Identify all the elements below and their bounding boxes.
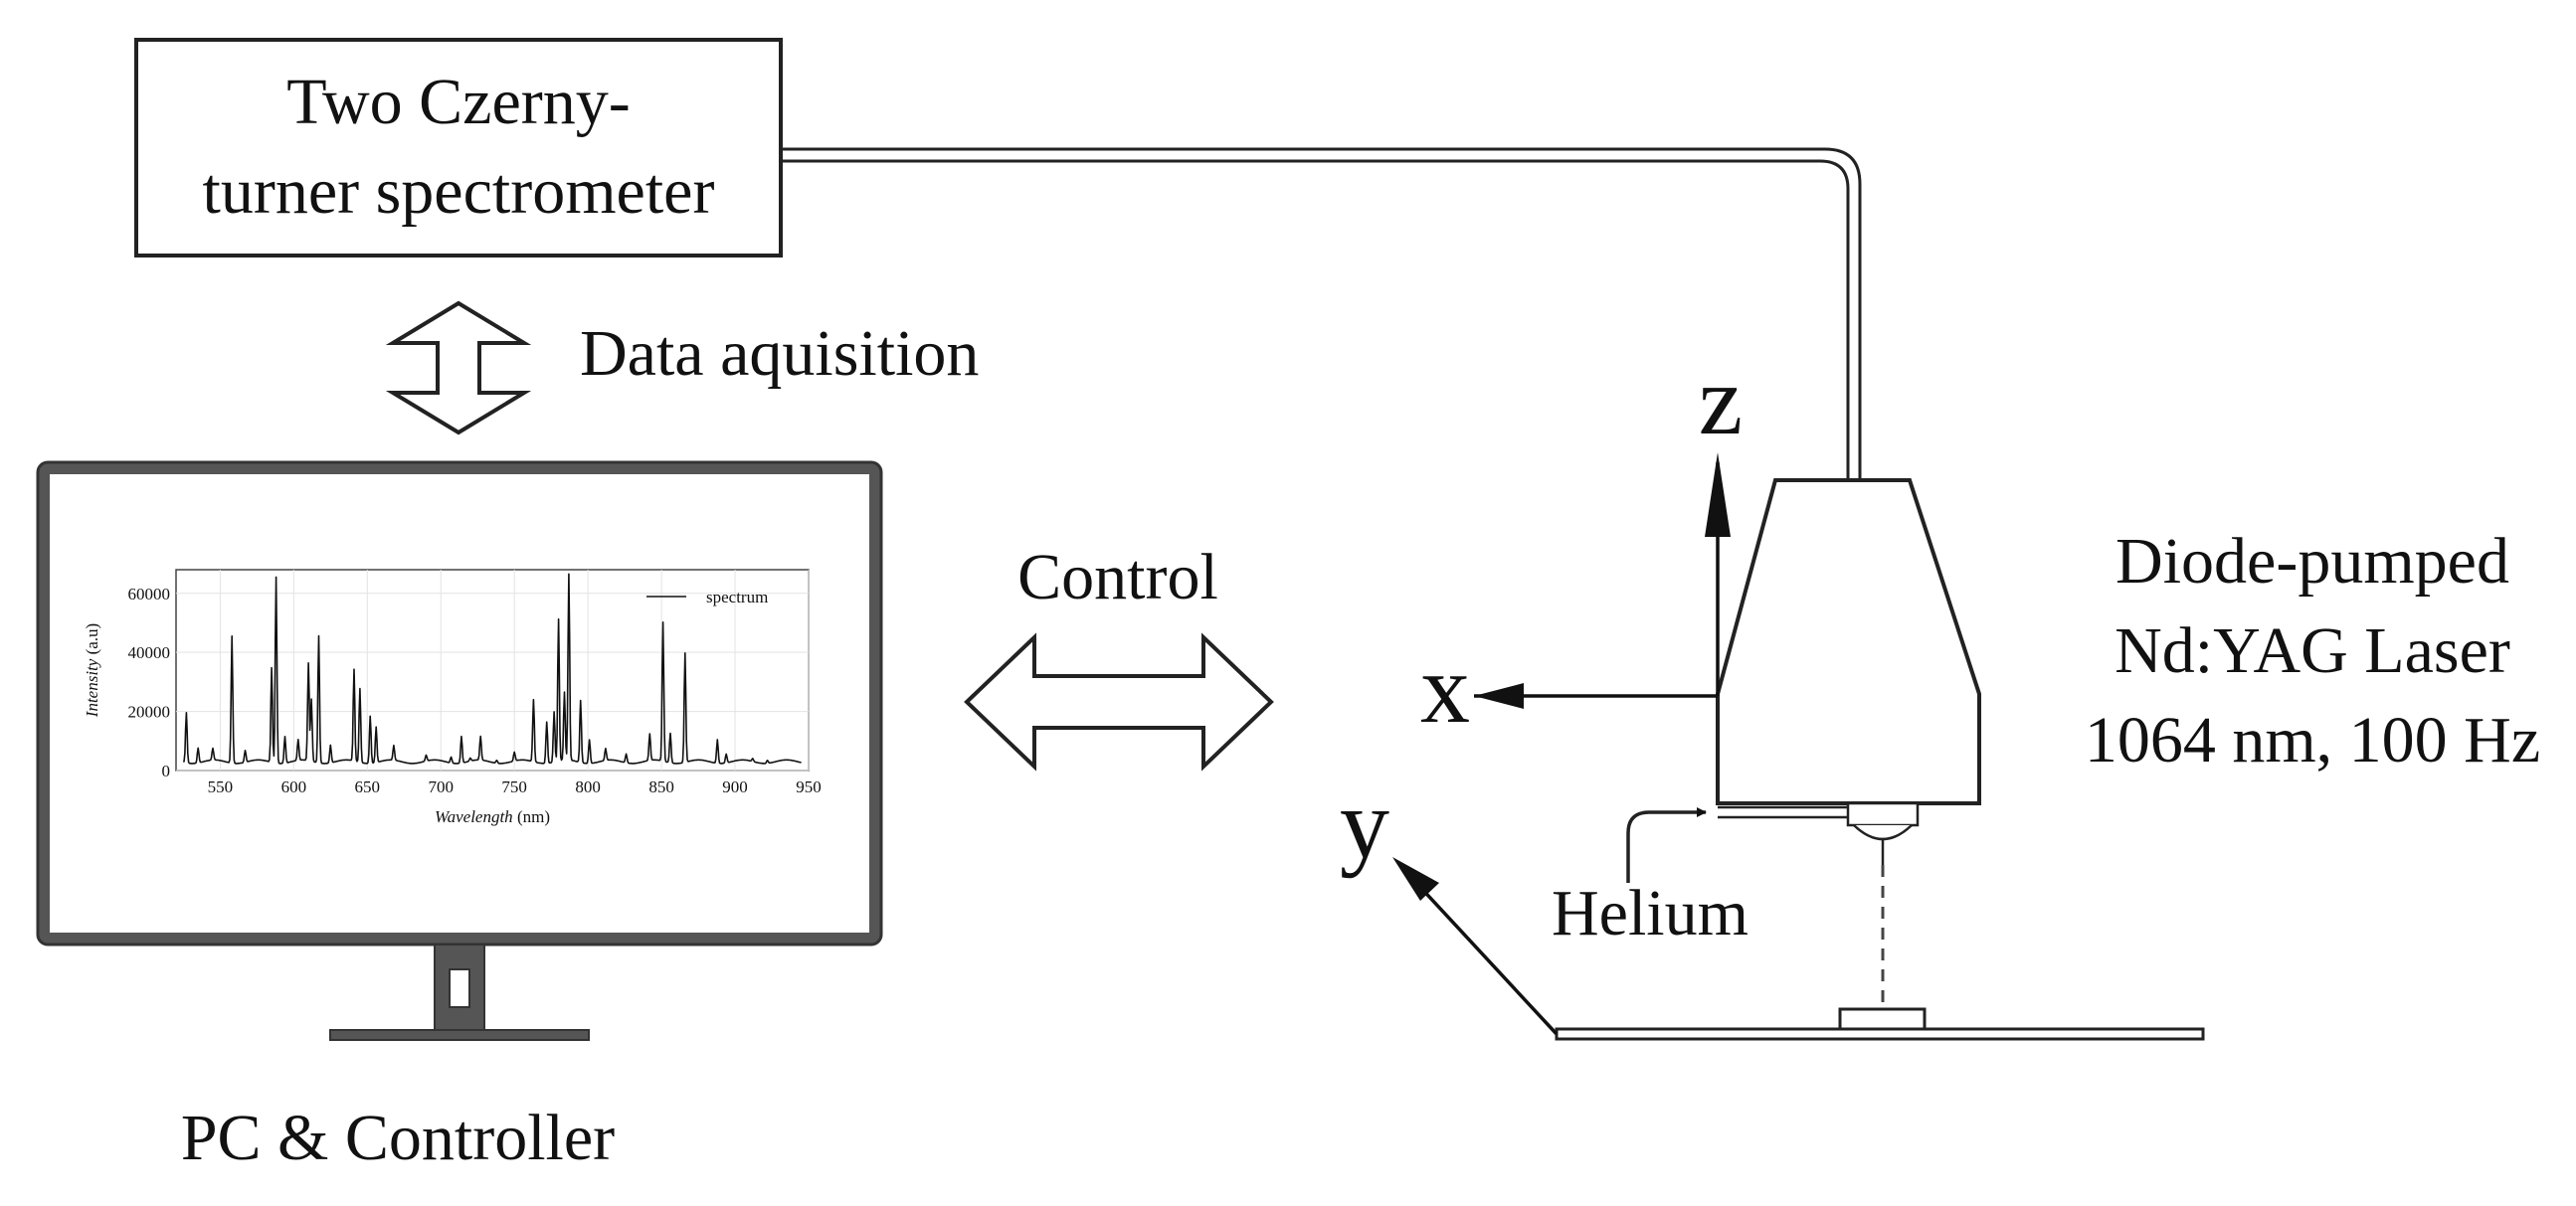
spectrometer-box: Two Czerny- turner spectrometer xyxy=(134,38,783,258)
y-axis-label: Intensity (a.u) xyxy=(83,623,101,718)
laser-label-line1: Diode-pumped xyxy=(2116,525,2509,598)
x-tick-label: 800 xyxy=(575,777,601,796)
pc-controller-label: PC & Controller xyxy=(181,1102,615,1174)
chart-plot-area xyxy=(175,569,810,772)
laser-head xyxy=(1716,478,1981,865)
laser-label-line2: Nd:YAG Laser xyxy=(2115,614,2510,687)
spectrum-series-line xyxy=(182,573,802,765)
coordinate-axes xyxy=(1392,452,1731,1036)
sample-stage xyxy=(1555,1007,2205,1041)
chart-grid xyxy=(176,570,810,772)
x-tick-label: 900 xyxy=(722,777,748,796)
spectrum-chart: 0 20000 40000 60000 550 600 650 700 750 800 850 90… xyxy=(83,569,822,826)
chart-y-ticks: 0 20000 40000 60000 xyxy=(128,585,171,780)
z-axis-label-letter: z xyxy=(1699,345,1743,455)
helium-label: Helium xyxy=(1552,877,1748,949)
x-tick-label: 700 xyxy=(428,777,454,796)
y-tick-label: 20000 xyxy=(128,703,171,722)
x-axis-label-letter: x xyxy=(1420,633,1470,744)
x-tick-label: 950 xyxy=(796,777,822,796)
optical-fiber xyxy=(781,147,1862,480)
spectrometer-label-line2: turner spectrometer xyxy=(203,155,715,228)
data-acquisition-arrow xyxy=(385,300,532,435)
chart-legend: spectrum xyxy=(646,588,768,606)
y-tick-label: 60000 xyxy=(128,585,171,603)
y-axis-label-letter: y xyxy=(1340,769,1389,879)
chart-x-ticks: 550 600 650 700 750 800 850 900 950 xyxy=(208,777,822,796)
helium-gas-line xyxy=(1626,805,1848,883)
y-tick-label: 0 xyxy=(162,762,171,780)
laser-label-line3: 1064 nm, 100 Hz xyxy=(2085,704,2540,776)
x-tick-label: 550 xyxy=(208,777,234,796)
data-acquisition-label: Data aquisition xyxy=(580,317,979,390)
sample xyxy=(1838,1007,1927,1031)
control-label: Control xyxy=(1017,541,1218,613)
control-arrow xyxy=(964,632,1274,772)
y-tick-label: 40000 xyxy=(128,643,171,662)
x-tick-label: 650 xyxy=(355,777,381,796)
x-tick-label: 750 xyxy=(501,777,527,796)
y-axis-arrow xyxy=(1402,868,1559,1036)
legend-label: spectrum xyxy=(706,588,768,606)
x-tick-label: 850 xyxy=(648,777,674,796)
x-tick-label: 600 xyxy=(281,777,307,796)
spectrometer-label-line1: Two Czerny- xyxy=(286,66,630,138)
x-axis-label: Wavelength (nm) xyxy=(435,807,550,826)
